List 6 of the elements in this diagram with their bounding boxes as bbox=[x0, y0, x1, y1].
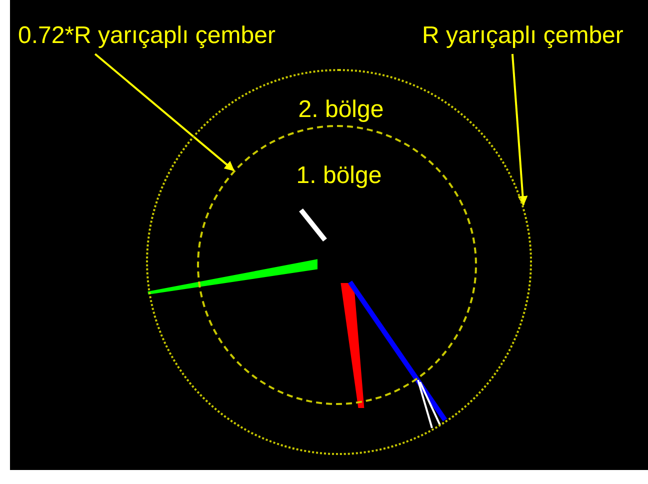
arrow bbox=[511, 54, 528, 206]
callout-label: 0.72*R yarıçaplı çember bbox=[18, 22, 276, 50]
arrow bbox=[94, 53, 235, 172]
callout-label: R yarıçaplı çember bbox=[422, 22, 624, 50]
region-label: 1. bölge bbox=[296, 162, 382, 190]
region-label: 2. bölge bbox=[298, 96, 384, 124]
